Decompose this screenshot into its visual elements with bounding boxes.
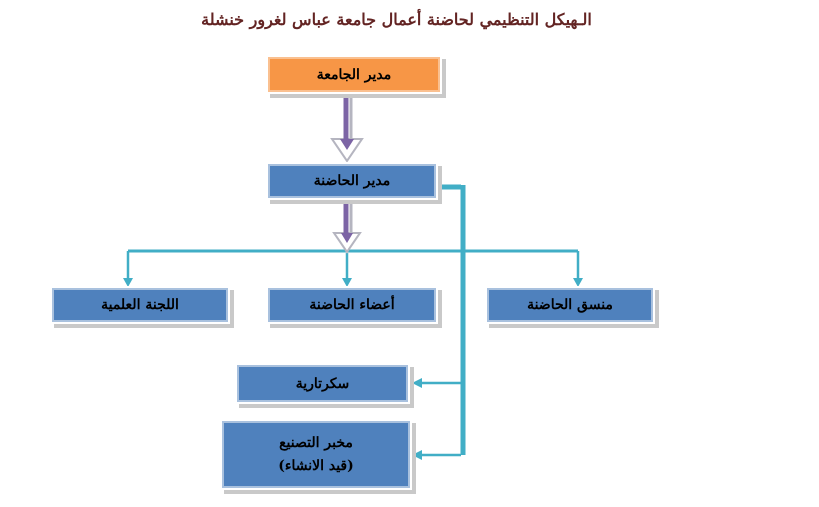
- node-incubator-coordinator: منسق الحاضنة: [487, 288, 653, 322]
- teal-elbow-connector: [422, 184, 466, 457]
- teal-distribution-line: [126, 249, 580, 279]
- node-scientific-committee: اللجنة العلمية: [52, 288, 228, 322]
- node-incubator-director-label: مدير الحاضنة: [313, 173, 391, 189]
- node-manufacturing-lab-label-line1: مخبر التصنيع: [279, 434, 353, 451]
- teal-left-arrowheads: [412, 378, 422, 460]
- node-university-director: مدير الجامعة: [268, 57, 440, 92]
- node-secretariat: سكرتارية: [237, 365, 408, 402]
- node-university-director-label: مدير الجامعة: [316, 66, 392, 83]
- purple-arrow-top: [330, 96, 364, 163]
- node-incubator-members: أعضاء الحاضنة: [268, 288, 436, 322]
- node-scientific-committee-label: اللجنة العلمية: [101, 297, 179, 313]
- diagram-title: الـهيكل التنظيمي لحاضنة أعمال جامعة عباس…: [201, 10, 592, 29]
- node-incubator-coordinator-label: منسق الحاضنة: [527, 297, 613, 313]
- node-incubator-members-label: أعضاء الحاضنة: [309, 297, 395, 313]
- node-secretariat-label: سكرتارية: [295, 375, 350, 392]
- purple-arrow-middle: [332, 201, 362, 254]
- node-incubator-director: مدير الحاضنة: [268, 164, 436, 198]
- teal-down-arrowheads: [123, 278, 583, 287]
- node-manufacturing-lab: مخبر التصنيع (قيد الانشاء): [222, 421, 410, 488]
- node-manufacturing-lab-label-line2: (قيد الانشاء): [278, 458, 354, 475]
